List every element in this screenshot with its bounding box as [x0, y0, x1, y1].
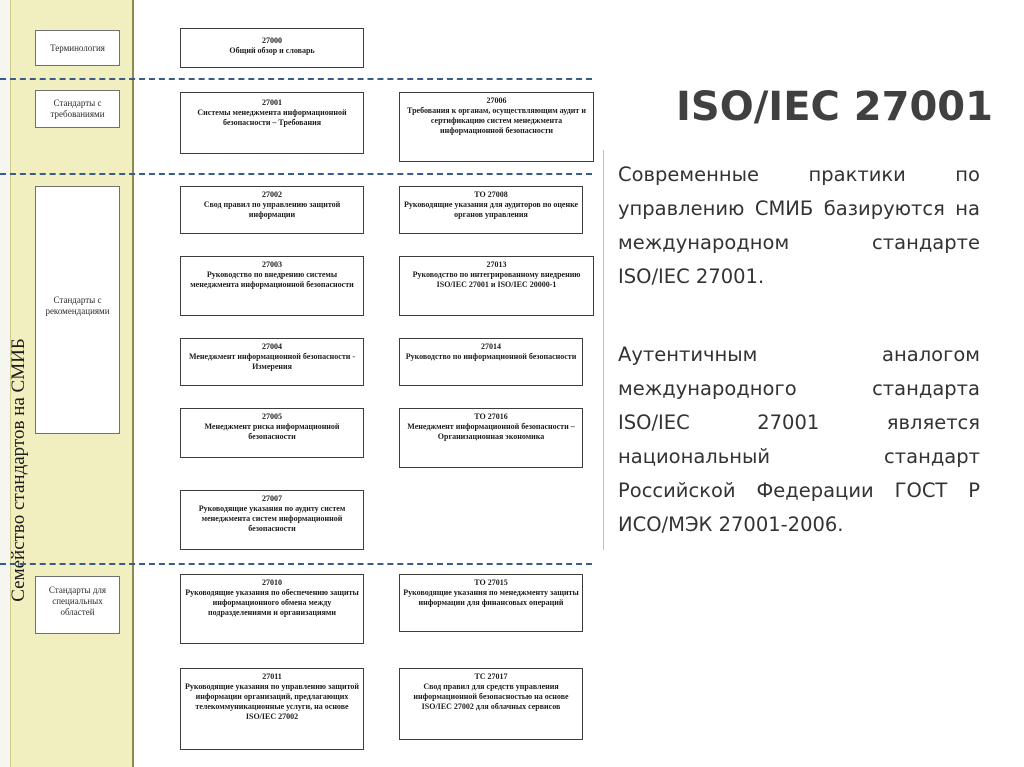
standard-title: Менеджмент информационной безопасности –… — [407, 422, 575, 441]
category-requirements: Стандарты с требованиями — [35, 90, 120, 128]
standard-title: Менеджмент информационной безопасности -… — [188, 352, 356, 371]
standard-title: Руководящие указания по управлению защит… — [184, 682, 360, 721]
category-terminology-label: Терминология — [50, 42, 105, 53]
left-edge-stripe — [0, 0, 10, 767]
standard-27017: ТС 27017 Свод правил для средств управле… — [399, 668, 583, 740]
standard-number: 27006 — [486, 96, 507, 105]
standard-title: Системы менеджмента информационной безоп… — [197, 108, 347, 127]
standard-27003: 27003 Руководство по внедрению системы м… — [180, 256, 364, 316]
section-divider-terminology — [0, 78, 592, 80]
standard-27015: ТО 27015 Руководящие указания по менеджм… — [399, 574, 583, 632]
standard-number: 27014 — [481, 342, 501, 351]
standard-number: 27005 — [262, 412, 282, 421]
category-terminology: Терминология — [35, 30, 120, 66]
standard-27011: 27011 Руководящие указания по управлению… — [180, 668, 364, 750]
standard-27016: ТО 27016 Менеджмент информационной безоп… — [399, 408, 583, 468]
standard-title: Руководящие указания для аудиторов по оц… — [403, 200, 579, 219]
standard-number: ТС 27017 — [474, 672, 508, 681]
standard-title: Менеджмент риска информационной безопасн… — [204, 422, 340, 441]
standard-number: 27002 — [262, 190, 282, 199]
standard-27000: 27000 Общий обзор и словарь — [180, 28, 364, 68]
standard-27001: 27001 Системы менеджмента информационной… — [180, 92, 364, 154]
standard-number: 27011 — [262, 672, 282, 681]
standard-27007: 27007 Руководящие указания по аудиту сис… — [180, 490, 364, 550]
paragraph-practices: Современные практики по управлению СМИБ … — [618, 163, 980, 288]
category-recommendations-label: Стандарты с рекомендациями — [45, 295, 110, 316]
content-divider — [603, 150, 604, 550]
standard-27002: 27002 Свод правил по управлению защитой … — [180, 186, 364, 234]
category-special-label: Стандарты для специальных областей — [48, 585, 107, 617]
standard-number: ТО 27016 — [474, 412, 508, 421]
section-divider-requirements — [0, 173, 592, 175]
category-special: Стандарты для специальных областей — [35, 576, 120, 634]
standard-27014: 27014 Руководство по информационной безо… — [399, 338, 583, 386]
standard-title: Требования к органам, осуществляющим ауд… — [407, 106, 586, 135]
standard-number: 27007 — [262, 494, 282, 503]
standard-title: Руководство по внедрению системы менеджм… — [190, 270, 354, 289]
standard-title: Руководящие указания по аудиту систем ме… — [198, 504, 346, 533]
standard-27006: 27006 Требования к органам, осуществляющ… — [399, 92, 594, 162]
paragraph-analogue: Аутентичным аналогом международного стан… — [618, 343, 980, 536]
category-recommendations: Стандарты с рекомендациями — [35, 186, 120, 434]
standard-title: Руководящие указания по обеспечению защи… — [185, 588, 359, 617]
page-title: ISO/IEC 27001 — [676, 84, 993, 130]
standard-number: 27004 — [262, 342, 282, 351]
standard-27005: 27005 Менеджмент риска информационной бе… — [180, 408, 364, 458]
standard-number: 27013 — [486, 260, 507, 269]
standard-number: ТО 27008 — [474, 190, 508, 199]
section-divider-special — [0, 563, 592, 565]
standard-title: Руководство по интегрированному внедрени… — [412, 270, 581, 289]
category-requirements-label: Стандарты с требованиями — [50, 98, 105, 119]
standard-number: 27000 — [262, 36, 282, 45]
standard-title: Свод правил по управлению защитой информ… — [203, 200, 341, 219]
standard-number: 27001 — [262, 98, 282, 107]
standard-27013: 27013 Руководство по интегрированному вн… — [399, 256, 594, 316]
standard-title: Руководство по информационной безопаснос… — [405, 352, 577, 361]
standard-27010: 27010 Руководящие указания по обеспечени… — [180, 574, 364, 644]
standard-number: 27003 — [262, 260, 282, 269]
standard-title: Общий обзор и словарь — [229, 46, 315, 55]
standard-number: ТО 27015 — [474, 578, 508, 587]
standard-title: Руководящие указания по менеджменту защи… — [403, 588, 579, 607]
standard-27004: 27004 Менеджмент информационной безопасн… — [180, 338, 364, 386]
standard-title: Свод правил для средств управления инфор… — [413, 682, 569, 711]
standard-27008: ТО 27008 Руководящие указания для аудито… — [399, 186, 583, 234]
standard-number: 27010 — [262, 578, 282, 587]
